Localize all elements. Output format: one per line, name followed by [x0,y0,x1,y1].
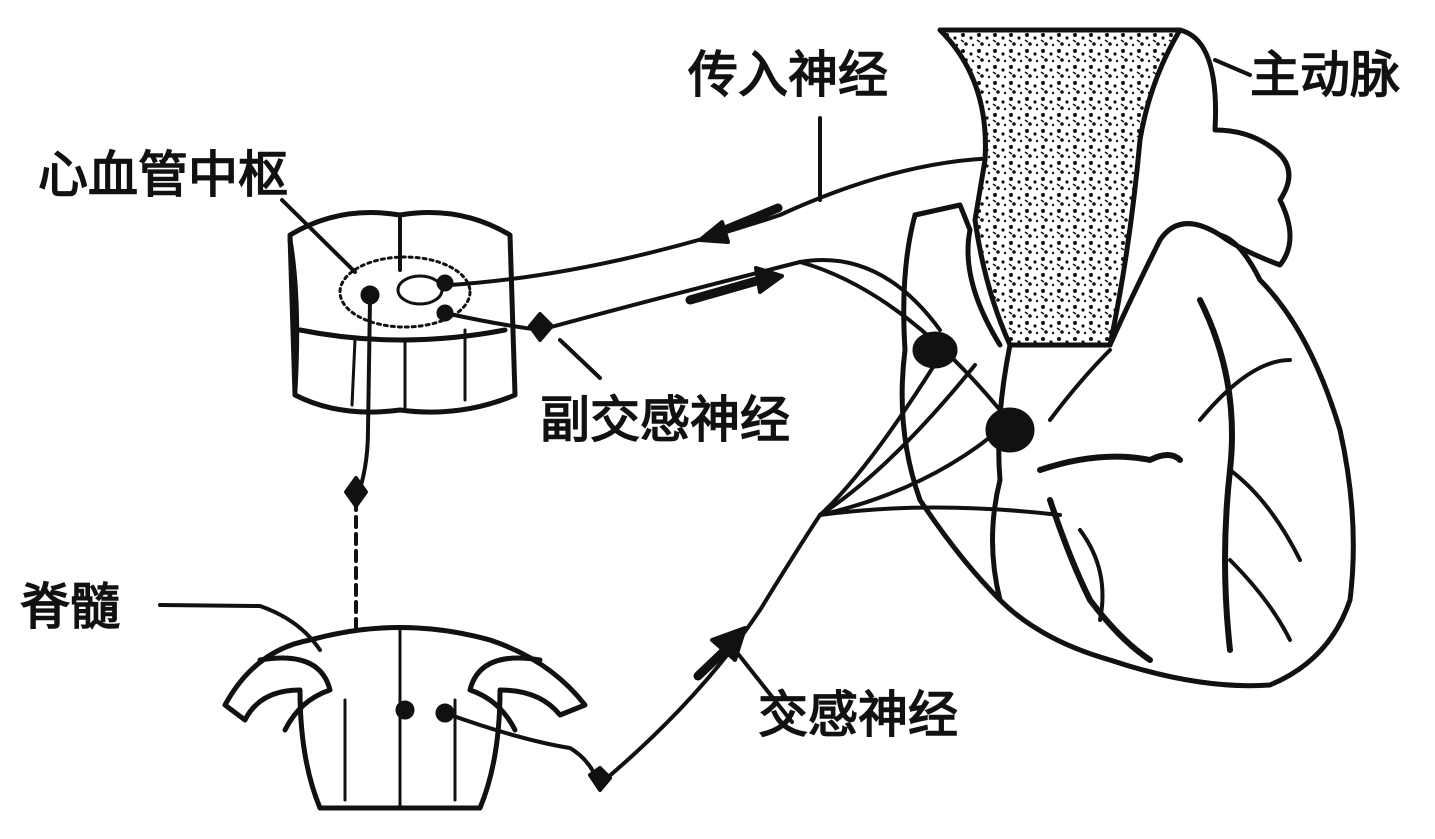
cardiovascular-center-label: 心血管中枢 [38,150,288,200]
parasympathetic-nerve-label: 副交感神经 [540,395,790,445]
descending-pathway [346,300,370,630]
aorta-label: 主动脉 [1250,50,1400,100]
sympathetic-nerve-label: 交感神经 [758,690,958,740]
parasympathetic-nerve [445,260,1000,410]
heart [902,205,1353,686]
afferent-nerve-label: 传入神经 [688,50,888,100]
spinal-cord-section [160,605,585,808]
aorta [940,30,1290,345]
afferent-nerve [450,118,1048,285]
spinal-cord-label: 脊髓 [20,582,120,632]
